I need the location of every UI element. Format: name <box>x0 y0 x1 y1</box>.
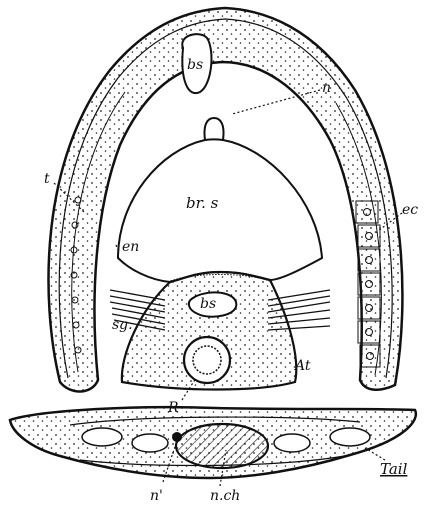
notochord <box>176 424 268 468</box>
label-br-s: br. s <box>186 194 219 212</box>
label-bs-top: bs <box>187 57 203 73</box>
label-en: en <box>122 239 139 255</box>
nerve-cord <box>172 432 182 442</box>
label-n: n <box>322 80 331 96</box>
tail-section <box>10 407 416 478</box>
label-nch: n.ch <box>210 488 240 504</box>
branchial-sac <box>118 139 322 282</box>
label-r: R <box>167 400 179 416</box>
label-n-prime: n' <box>150 488 163 504</box>
label-t: t <box>44 171 50 187</box>
label-sg: sg. <box>112 317 133 333</box>
label-tail: Tail <box>380 460 408 478</box>
rectum <box>184 337 230 383</box>
label-ec: ec <box>402 202 418 218</box>
neural-process <box>204 118 223 140</box>
label-bs-bottom: bs <box>200 296 216 312</box>
label-at: At <box>293 358 311 374</box>
